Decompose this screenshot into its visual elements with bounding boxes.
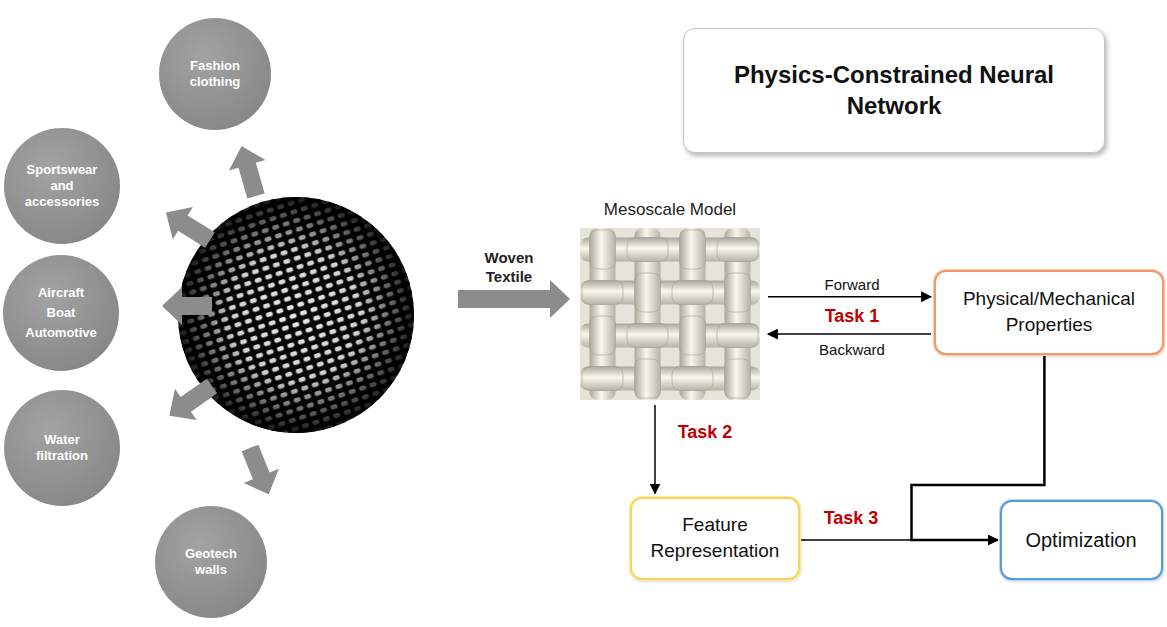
feature-box: Feature Representation — [630, 497, 800, 580]
weft-float — [582, 367, 623, 391]
weft-float — [627, 238, 668, 262]
block-arrow — [458, 280, 570, 318]
block-arrow — [162, 287, 212, 325]
block-arrow — [223, 141, 274, 201]
node-text: Feature Representation — [640, 512, 790, 563]
weft-float — [582, 281, 623, 305]
node-text: Mesoscale Model — [604, 200, 736, 220]
warp-float — [680, 316, 706, 355]
warp-float — [590, 316, 616, 355]
edge-label: Forward — [821, 276, 882, 293]
weft-float — [627, 324, 668, 348]
weft-float — [672, 281, 713, 305]
weft-float — [717, 238, 758, 262]
mesoscale-weave-picture — [580, 228, 760, 400]
node-text: Physical/Mechanical Properties — [944, 286, 1154, 337]
application-arrows — [156, 141, 570, 502]
application-circle: Water filtration — [4, 390, 120, 506]
block-arrow — [156, 196, 220, 256]
application-circle: Sportswear and accessories — [4, 128, 120, 244]
node-text: Water filtration — [22, 432, 102, 465]
warp-float — [635, 273, 661, 312]
flow-arrow — [768, 333, 931, 335]
warp-float — [725, 273, 751, 312]
edge-label: Task 2 — [675, 422, 736, 443]
edge-label: Backward — [816, 341, 888, 358]
flow-arrow — [654, 405, 656, 494]
node-text: Aircraft Boat Automotive — [22, 283, 100, 343]
node-text: Fashion clothing — [177, 58, 253, 91]
optimization-box: Optimization — [1000, 500, 1163, 580]
block-arrow — [232, 441, 286, 502]
warp-float — [635, 359, 661, 398]
edge-label: Task 3 — [821, 508, 882, 529]
application-circle: Geotech walls — [155, 506, 267, 618]
weft-float — [672, 367, 713, 391]
warp-float — [590, 230, 616, 269]
node-text: Physics-Constrained Neural Network — [709, 59, 1079, 121]
task-label: Task 1 — [822, 306, 883, 327]
application-circle: Fashion clothing — [159, 18, 271, 130]
node-text: Sportswear and accessories — [20, 162, 104, 211]
node-text: Optimization — [1025, 527, 1136, 554]
flow-arrow — [768, 296, 931, 298]
mesoscale-model: Mesoscale Model — [578, 200, 762, 402]
weave-ground — [580, 228, 760, 400]
warp-float — [725, 359, 751, 398]
weft-float — [717, 324, 758, 348]
arrow-caption: Woven Textile — [471, 249, 547, 287]
application-circle: Aircraft Boat Automotive — [3, 255, 119, 371]
warp-float — [680, 230, 706, 269]
properties-box: Physical/Mechanical Properties — [934, 270, 1164, 355]
node-text: Geotech walls — [175, 546, 247, 579]
block-arrow — [159, 370, 223, 431]
title-box: Physics-Constrained Neural Network — [683, 28, 1105, 153]
